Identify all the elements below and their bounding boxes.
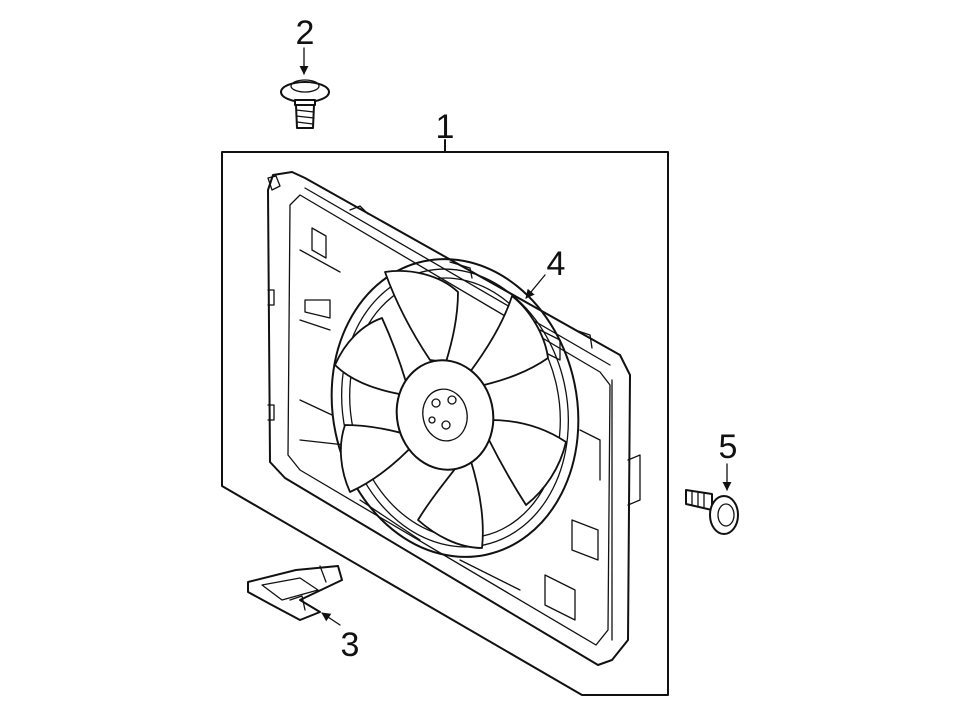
bolt-5[interactable] xyxy=(685,489,739,535)
fan-shroud[interactable] xyxy=(267,171,641,666)
bolt-2[interactable] xyxy=(280,79,330,129)
bracket-3[interactable] xyxy=(247,565,343,621)
fan-blades xyxy=(334,270,567,549)
leader-4 xyxy=(525,274,546,299)
callout-2: 2 xyxy=(296,14,315,52)
leader-3 xyxy=(321,612,341,626)
callout-4: 4 xyxy=(547,245,566,283)
assembly-frame xyxy=(221,139,669,696)
callout-3: 3 xyxy=(341,626,360,664)
callout-1: 1 xyxy=(436,108,455,146)
callout-5: 5 xyxy=(719,428,738,466)
